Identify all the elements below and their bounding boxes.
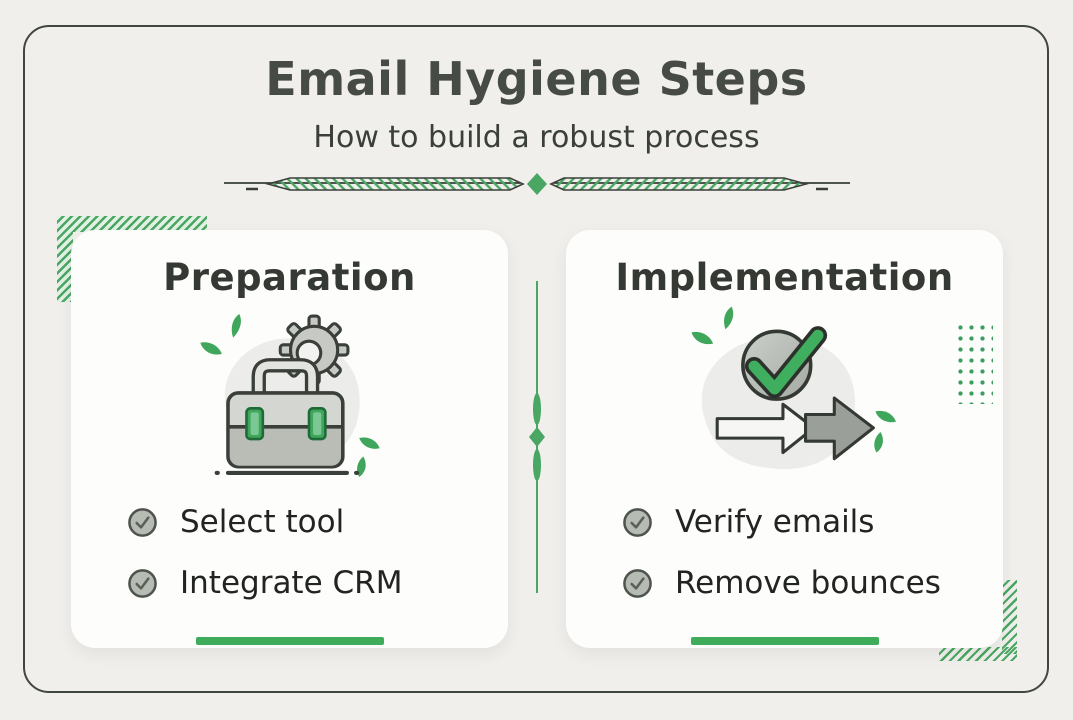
card-title: Implementation	[615, 256, 954, 299]
card-accent-bar	[690, 637, 879, 645]
implementation-card-wrap: Implementation	[566, 230, 1017, 661]
list-item-label: Verify emails	[675, 503, 875, 540]
check-circle-icon	[127, 568, 158, 599]
checkmark-arrows-icon	[691, 306, 896, 470]
card-title: Preparation	[163, 256, 416, 299]
hatch-corner-decoration	[939, 647, 1017, 661]
list-item: Integrate CRM	[127, 567, 494, 599]
list-item-label: Select tool	[180, 503, 345, 540]
hatch-corner-decoration	[57, 216, 73, 302]
list-item: Verify emails	[622, 506, 989, 538]
card-accent-bar	[195, 637, 384, 645]
hatch-corner-decoration	[57, 216, 207, 232]
diamond-divider-icon	[224, 173, 850, 195]
check-circle-icon	[127, 507, 158, 538]
list-item-label: Remove bounces	[675, 564, 941, 601]
implementation-card: Implementation	[566, 230, 1003, 648]
vertical-divider-icon	[529, 281, 545, 593]
hatch-corner-decoration	[1002, 580, 1017, 654]
checklist: Select tool Integrate CRM	[127, 506, 494, 599]
list-item: Select tool	[127, 506, 494, 538]
list-item: Remove bounces	[622, 567, 989, 599]
preparation-card: Preparation	[71, 230, 508, 648]
dot-grid-decoration	[953, 320, 993, 404]
checklist: Verify emails Remove bounces	[622, 506, 989, 599]
check-circle-icon	[622, 568, 653, 599]
list-item-label: Integrate CRM	[180, 564, 403, 601]
check-circle-icon	[622, 507, 653, 538]
page-title: Email Hygiene Steps	[265, 52, 808, 106]
page-subtitle: How to build a robust process	[313, 120, 760, 155]
toolbox-gear-icon	[200, 314, 380, 477]
preparation-card-wrap: Preparation	[57, 216, 508, 648]
